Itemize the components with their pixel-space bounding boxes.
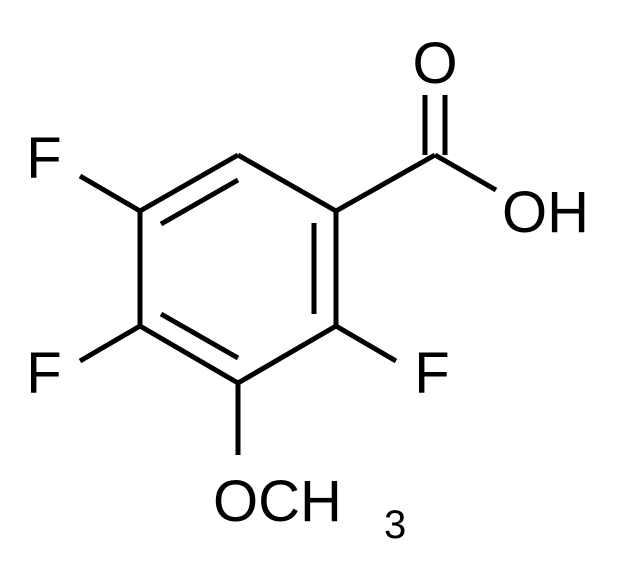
fluorine-right-label: F [414, 341, 449, 406]
ring-inner-bond-top-left [159, 177, 240, 227]
ring-bond-top-left [138, 152, 240, 214]
methoxy-main-text: OCH [213, 469, 342, 534]
ring-bond-bottom-right [236, 323, 338, 386]
fluorine-top-left-label: F [26, 126, 61, 191]
methoxy-subscript: 3 [384, 503, 406, 547]
benzene-ring [137, 152, 339, 386]
hydroxyl-label: OH [502, 180, 589, 245]
ring-inner-bond-bottom-left [159, 311, 240, 361]
bond-to-fluorine-right [334, 323, 398, 364]
bond-ring-to-carboxyl [334, 152, 437, 214]
bond-carboxyl-to-hydroxyl [433, 152, 498, 193]
methoxy-label: OCH [213, 469, 342, 534]
ring-bond-top-right [236, 152, 338, 214]
ring-bond-bottom-left [138, 323, 240, 386]
bond-to-fluorine-top-left [78, 173, 142, 214]
fluorine-left-label: F [26, 341, 61, 406]
methoxy-group: OCH 3 [213, 383, 406, 547]
fluorine-substituents: F F F [26, 126, 449, 406]
carboxylic-acid-group: O OH [334, 31, 589, 245]
carbonyl-oxygen-label: O [412, 31, 457, 96]
bond-to-fluorine-left [78, 323, 142, 364]
